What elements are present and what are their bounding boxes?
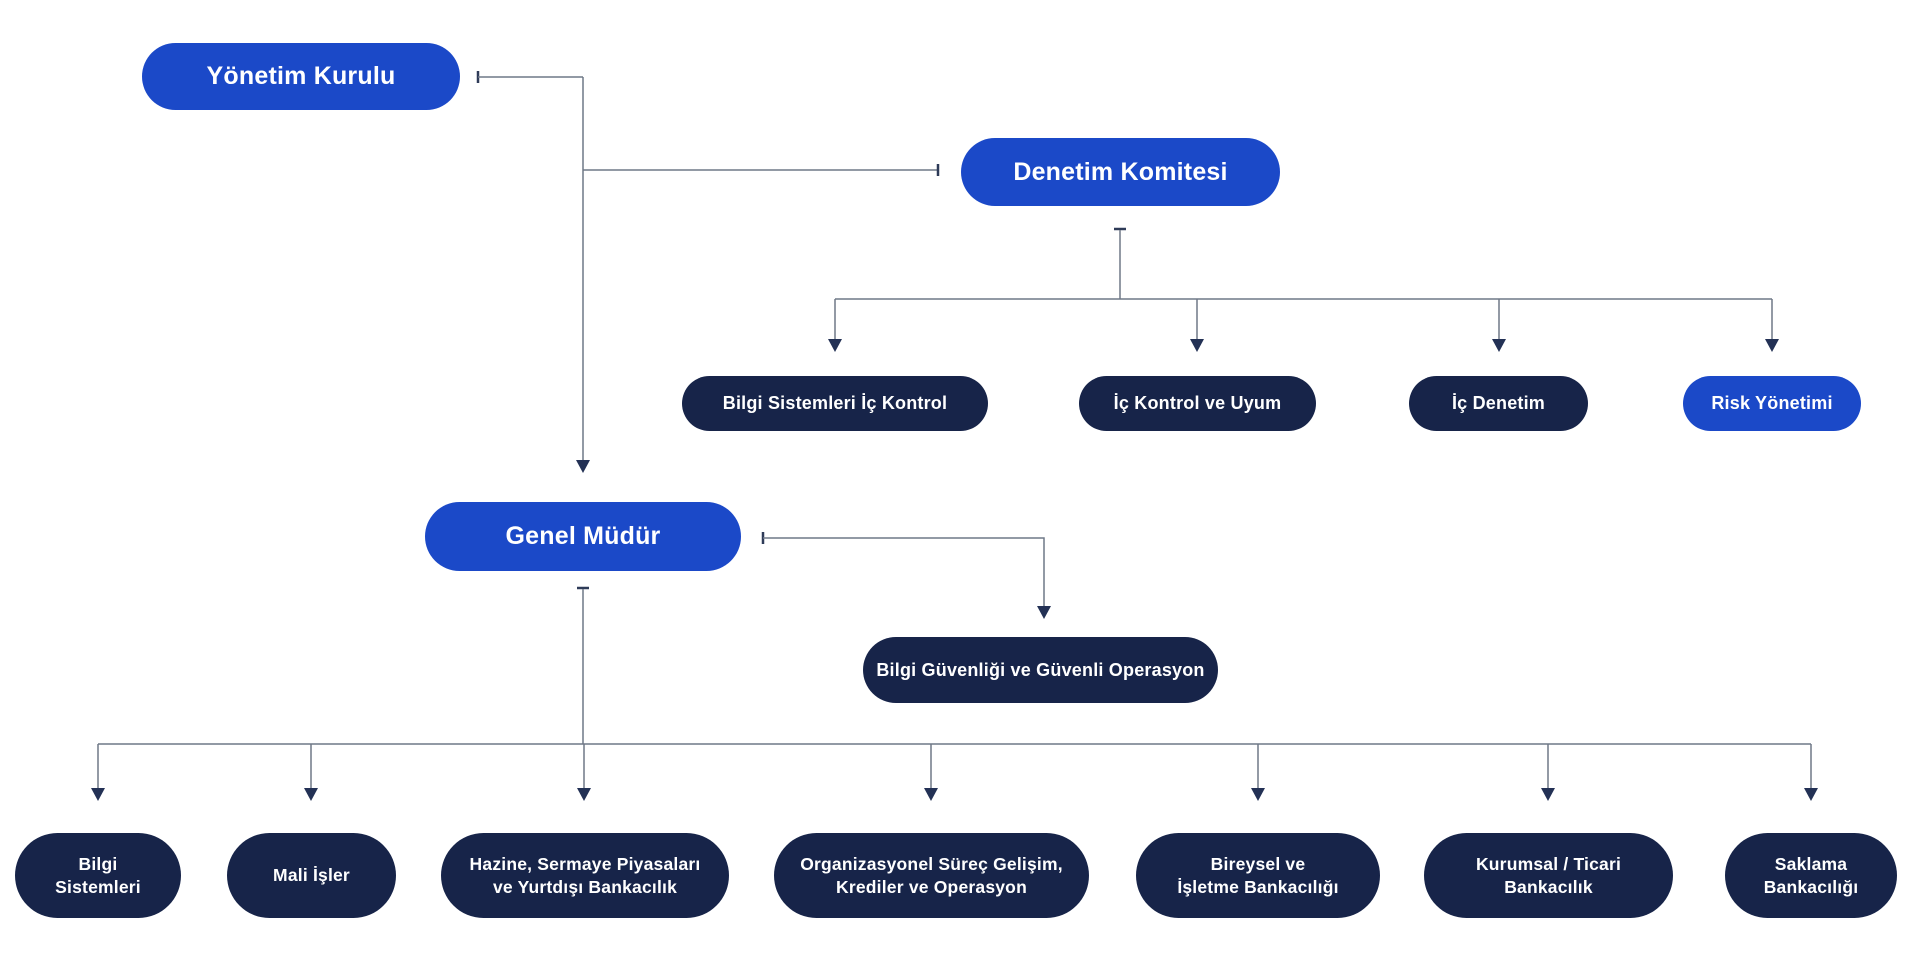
node-yonetim-kurulu: Yönetim Kurulu bbox=[142, 43, 460, 110]
arrowhead-bilgi-guvenligi bbox=[1037, 606, 1051, 619]
arrowhead-ic-denetim bbox=[1492, 339, 1506, 352]
node-ic-kontrol-ve-uyum: İç Kontrol ve Uyum bbox=[1079, 376, 1316, 431]
node-label: Organizasyonel Süreç Gelişim, Krediler v… bbox=[800, 853, 1063, 897]
node-label: Kurumsal / Ticari Bankacılık bbox=[1475, 853, 1622, 897]
arrowhead-bilgi-sistemleri-ic-kontrol bbox=[828, 339, 842, 352]
node-label: Genel Müdür bbox=[505, 522, 661, 550]
node-genel-mudur: Genel Müdür bbox=[425, 502, 741, 571]
arrowhead-mali-isler bbox=[304, 788, 318, 801]
node-label: Risk Yönetimi bbox=[1711, 393, 1833, 413]
node-label: Saklama Bankacılığı bbox=[1763, 853, 1859, 897]
node-label: Denetim Komitesi bbox=[1013, 157, 1228, 186]
node-hazine-sermaye-piyasalari: Hazine, Sermaye Piyasaları ve Yurtdışı B… bbox=[441, 833, 729, 918]
node-label: İç Kontrol ve Uyum bbox=[1113, 393, 1282, 413]
arrowhead-organizasyonel bbox=[924, 788, 938, 801]
node-label: Yönetim Kurulu bbox=[206, 62, 396, 90]
node-label: Mali İşler bbox=[273, 865, 350, 886]
node-bilgi-sistemleri-ic-kontrol: Bilgi Sistemleri İç Kontrol bbox=[682, 376, 988, 431]
node-bilgi-guvenligi-ve-guvenli-operasyon: Bilgi Güvenliği ve Güvenli Operasyon bbox=[863, 637, 1218, 703]
node-label: Bilgi Güvenliği ve Güvenli Operasyon bbox=[876, 659, 1205, 680]
node-label: Bilgi Sistemleri bbox=[55, 853, 141, 897]
arrowhead-genel-mudur bbox=[576, 460, 590, 473]
arrowhead-hazine bbox=[577, 788, 591, 801]
node-denetim-komitesi: Denetim Komitesi bbox=[961, 138, 1280, 206]
node-label: Hazine, Sermaye Piyasaları ve Yurtdışı B… bbox=[469, 853, 701, 897]
arrowhead-risk-yonetimi bbox=[1765, 339, 1779, 352]
node-bilgi-sistemleri: Bilgi Sistemleri bbox=[15, 833, 181, 918]
node-label: Bireysel ve İşletme Bankacılığı bbox=[1177, 853, 1339, 897]
arrowhead-kurumsal bbox=[1541, 788, 1555, 801]
node-organizasyonel-surec-gelisim: Organizasyonel Süreç Gelişim, Krediler v… bbox=[774, 833, 1089, 918]
node-label: İç Denetim bbox=[1451, 393, 1546, 413]
node-risk-yonetimi: Risk Yönetimi bbox=[1683, 376, 1861, 431]
node-mali-isler: Mali İşler bbox=[227, 833, 396, 918]
arrowhead-ic-kontrol-ve-uyum bbox=[1190, 339, 1204, 352]
node-ic-denetim: İç Denetim bbox=[1409, 376, 1588, 431]
line-to-bilgi-guvenligi bbox=[763, 537, 1045, 606]
arrowhead-saklama bbox=[1804, 788, 1818, 801]
node-kurumsal-ticari-bankacilik: Kurumsal / Ticari Bankacılık bbox=[1424, 833, 1673, 918]
node-bireysel-ve-isletme-bankaciligi: Bireysel ve İşletme Bankacılığı bbox=[1136, 833, 1380, 918]
arrowhead-bireysel bbox=[1251, 788, 1265, 801]
node-saklama-bankaciligi: Saklama Bankacılığı bbox=[1725, 833, 1897, 918]
node-label: Bilgi Sistemleri İç Kontrol bbox=[722, 393, 948, 413]
arrowhead-bilgi-sistemleri bbox=[91, 788, 105, 801]
